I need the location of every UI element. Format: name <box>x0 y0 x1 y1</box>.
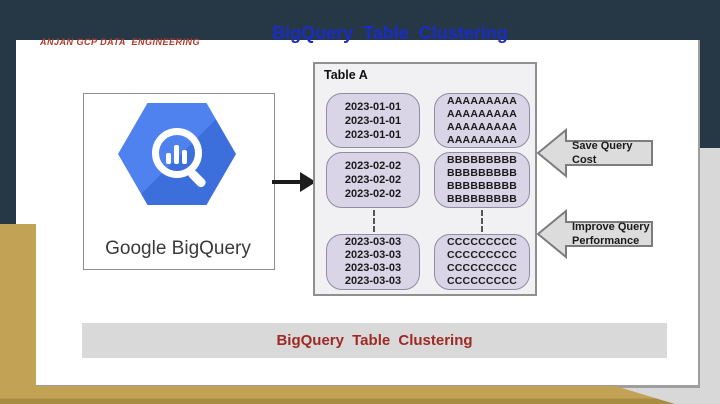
cluster-block-3: CCCCCCCCC CCCCCCCCC CCCCCCCCC CCCCCCCCC <box>434 234 530 290</box>
callout-save-query-cost: Save Query Cost <box>536 127 654 179</box>
partition-date: 2023-03-03 <box>344 262 402 274</box>
cluster-value: CCCCCCCCC <box>446 236 518 248</box>
date-block-1: 2023-01-01 2023-01-01 2023-01-01 <box>326 93 420 148</box>
callout-label: Improve Query Performance <box>572 220 650 247</box>
cluster-block-2: BBBBBBBBB BBBBBBBBB BBBBBBBBB BBBBBBBBB <box>434 152 530 208</box>
callout-improve-query-performance: Improve Query Performance <box>536 208 654 260</box>
partition-date: 2023-03-03 <box>344 236 402 248</box>
left-block-arrow-icon <box>536 127 653 179</box>
frame-gold-bottom <box>0 386 675 404</box>
cluster-value: AAAAAAAAA <box>446 120 518 133</box>
cluster-value: AAAAAAAAA <box>446 133 518 146</box>
ellipsis-connector <box>373 210 375 232</box>
cluster-value: BBBBBBBBB <box>446 193 518 205</box>
partition-date: 2023-01-01 <box>344 100 402 113</box>
date-block-2: 2023-02-02 2023-02-02 2023-02-02 <box>326 152 420 208</box>
frame-left-band <box>0 0 18 232</box>
cluster-value: AAAAAAAAA <box>446 107 518 120</box>
footer-title: BigQuery Table Clustering <box>276 332 473 349</box>
slide-title: BigQuery Table Clustering <box>272 23 508 43</box>
partition-date: 2023-01-01 <box>344 128 402 141</box>
frame-top-band <box>0 0 720 42</box>
partition-date: 2023-02-02 <box>344 174 402 186</box>
cluster-value: BBBBBBBBB <box>446 167 518 179</box>
cluster-value: AAAAAAAAA <box>446 94 518 107</box>
bigquery-caption: Google BigQuery <box>105 238 251 259</box>
left-block-arrow-icon <box>536 208 653 260</box>
table-a-panel: Table A 2023-01-01 2023-01-01 2023-01-01… <box>313 62 537 296</box>
callout-label: Save Query Cost <box>572 139 633 166</box>
cluster-value: CCCCCCCCC <box>446 262 518 274</box>
footer-bar: BigQuery Table Clustering <box>82 323 667 358</box>
partition-date: 2023-02-02 <box>344 160 402 172</box>
flow-arrow-shaft <box>272 180 302 184</box>
partition-date: 2023-03-03 <box>344 275 402 287</box>
cluster-value: CCCCCCCCC <box>446 275 518 287</box>
brand-text: ANJAN GCP DATA ENGINEERING <box>40 37 201 47</box>
cluster-value: BBBBBBBBB <box>446 180 518 192</box>
frame-gold-left <box>0 224 36 404</box>
partition-date: 2023-02-02 <box>344 188 402 200</box>
cluster-value: CCCCCCCCC <box>446 249 518 261</box>
magnifier-icon <box>152 128 202 178</box>
frame-right-band <box>697 0 720 148</box>
table-a-label: Table A <box>324 68 368 82</box>
partition-date: 2023-01-01 <box>344 114 402 127</box>
partition-date: 2023-03-03 <box>344 249 402 261</box>
date-block-3: 2023-03-03 2023-03-03 2023-03-03 2023-03… <box>326 234 420 290</box>
cluster-block-1: AAAAAAAAA AAAAAAAAA AAAAAAAAA AAAAAAAAA <box>434 93 530 148</box>
flow-arrow-head-icon <box>300 172 316 192</box>
cluster-value: BBBBBBBBB <box>446 154 518 166</box>
bar-chart-icon <box>166 138 190 164</box>
ellipsis-connector <box>481 210 483 232</box>
